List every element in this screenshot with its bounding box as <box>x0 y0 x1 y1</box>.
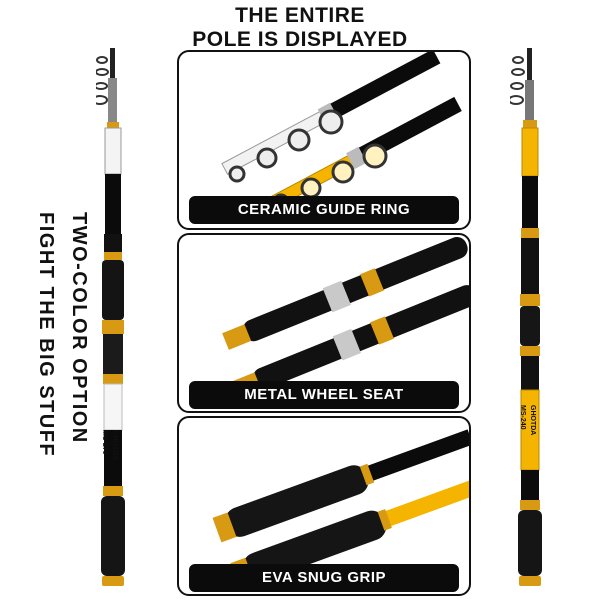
right-rod: MS-240 GHOTDA <box>510 40 554 588</box>
headline-line-2: POLE IS DISPLAYED <box>192 28 408 51</box>
right-rod-model: MS-240 <box>519 405 526 430</box>
panel-eva-grip: EVA SNUG GRIP <box>177 416 471 596</box>
side-text-line-2: FIGHT THE BIG STUFF <box>35 212 57 458</box>
headline-line-1: THE ENTIRE <box>235 4 365 27</box>
right-rod-brand: GHOTDA <box>529 405 536 436</box>
side-text: TWO-COLOR OPTION FIGHT THE BIG STUFF <box>34 212 90 457</box>
wheel-seat-photo <box>222 236 469 399</box>
guide-ring-photo <box>221 52 462 218</box>
left-rod-brand: GHOTDA <box>111 430 118 461</box>
side-text-line-1: TWO-COLOR OPTION <box>68 212 90 444</box>
wheel-seat-label: METAL WHEEL SEAT <box>189 381 459 409</box>
headline: THE ENTIRE POLE IS DISPLAYED <box>150 4 450 52</box>
left-rod: MS-270 GHOTDA <box>96 40 136 588</box>
ceramic-guide-label: CERAMIC GUIDE RING <box>189 196 459 224</box>
left-rod-model: MS-270 <box>101 430 108 455</box>
panel-ceramic-guide: CERAMIC GUIDE RING <box>177 50 471 230</box>
panel-wheel-seat: METAL WHEEL SEAT <box>177 233 471 413</box>
eva-grip-label: EVA SNUG GRIP <box>189 564 459 592</box>
